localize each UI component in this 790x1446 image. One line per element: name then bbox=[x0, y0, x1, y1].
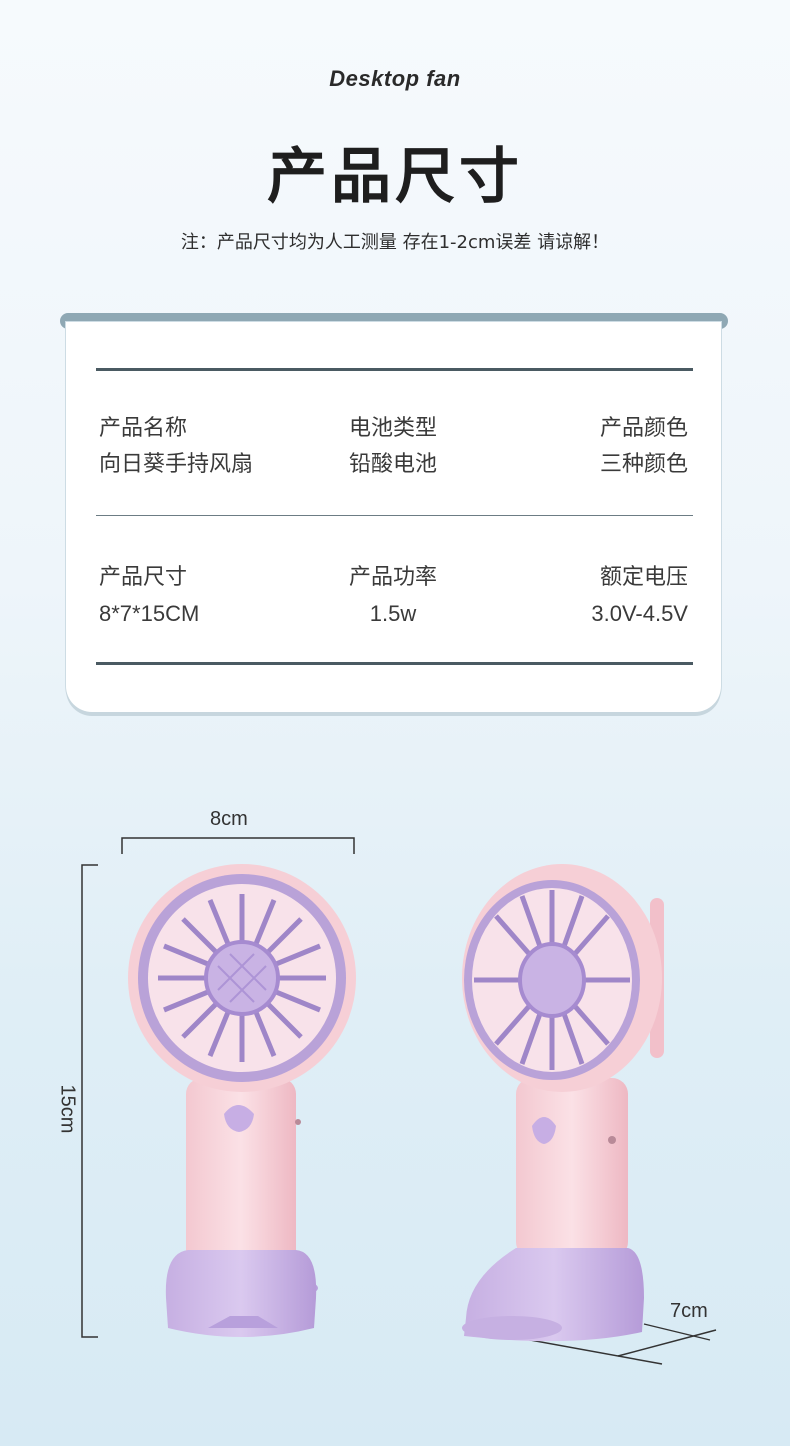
page-title: 产品尺寸 bbox=[267, 142, 523, 212]
spec-product-name: 产品名称 向日葵手持风扇 bbox=[99, 411, 253, 483]
height-dimension-label: 15cm bbox=[56, 1084, 79, 1134]
width-dimension-label: 8cm bbox=[210, 808, 248, 830]
spec-battery-type: 电池类型 铅酸电池 bbox=[338, 411, 448, 483]
spec-product-color: 产品颜色 三种颜色 bbox=[600, 411, 688, 483]
fan-side-image bbox=[462, 864, 664, 1342]
measurement-note: 注：产品尺寸均为人工测量 存在1-2cm误差 请谅解！ bbox=[180, 232, 610, 253]
fan-front-image bbox=[128, 864, 356, 1337]
spec-value: 向日葵手持风扇 bbox=[99, 452, 254, 477]
spec-value: 三种颜色 bbox=[599, 452, 688, 477]
spec-rule-bottom bbox=[96, 662, 693, 665]
spec-label: 电池类型 bbox=[348, 416, 437, 441]
spec-label: 产品尺寸 bbox=[99, 565, 188, 590]
spec-rule-middle bbox=[96, 515, 693, 516]
height-dimension-bracket bbox=[81, 864, 98, 1338]
spec-rated-voltage: 额定电压 3.0V-4.5V bbox=[591, 560, 688, 632]
spec-value: 3.0V-4.5V bbox=[591, 601, 688, 626]
spec-value: 铅酸电池 bbox=[348, 452, 437, 477]
spec-label: 额定电压 bbox=[599, 565, 688, 590]
spec-card bbox=[66, 322, 721, 712]
spec-label: 产品功率 bbox=[348, 565, 437, 590]
width-dimension-bracket bbox=[121, 837, 355, 854]
spec-rule-top bbox=[96, 368, 693, 371]
spec-product-size: 产品尺寸 8*7*15CM bbox=[99, 560, 199, 632]
eyebrow-title: Desktop fan bbox=[329, 66, 461, 91]
spec-value: 8*7*15CM bbox=[99, 601, 200, 626]
spec-label: 产品颜色 bbox=[599, 416, 688, 441]
spec-product-power: 产品功率 1.5w bbox=[338, 560, 448, 632]
spec-label: 产品名称 bbox=[99, 416, 188, 441]
spec-value: 1.5w bbox=[369, 601, 417, 626]
depth-dimension-label: 7cm bbox=[670, 1300, 708, 1322]
